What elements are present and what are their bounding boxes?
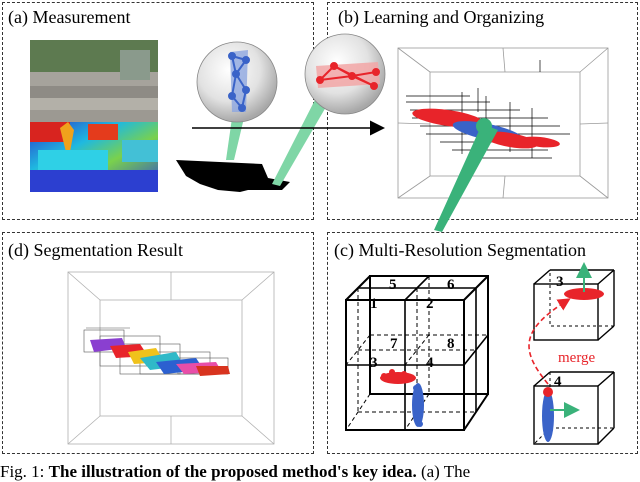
big-cube (345, 275, 489, 431)
panel-title-b: (b) Learning and Organizing (338, 7, 545, 27)
octree-wireframe (397, 47, 609, 199)
camera-photo (30, 40, 158, 122)
cube-label-8: 8 (447, 336, 455, 352)
cube-label-5: 5 (389, 277, 397, 293)
small-cube-bottom (533, 371, 615, 445)
link-beam-1 (226, 118, 244, 160)
panel-title-a: (a) Measurement (8, 7, 131, 27)
small-cube-label-bottom: 4 (554, 374, 562, 390)
cube-label-4: 4 (426, 355, 434, 371)
small-cube-bottom-points (542, 390, 554, 442)
merge-arrow (528, 298, 571, 385)
small-cube-top (533, 269, 615, 341)
cube-label-2: 2 (426, 296, 434, 312)
figure-caption: Fig. 1: The illustration of the proposed… (0, 462, 640, 482)
panel-learning (327, 2, 638, 220)
small-cube-bottom-red (543, 387, 553, 397)
link-beam-3 (434, 124, 498, 232)
panel-segmentation-result (2, 232, 314, 454)
cube-label-7: 7 (390, 336, 398, 352)
merge-label: merge (558, 350, 596, 366)
sphere-blue (196, 41, 278, 123)
caption-bold: The illustration of the proposed method'… (48, 462, 417, 481)
cube-label-6: 6 (447, 277, 455, 293)
cube-label-1: 1 (370, 296, 378, 312)
segmented-surfaces (90, 338, 230, 376)
green-marker (476, 118, 492, 134)
caption-prefix: Fig. 1: (0, 462, 49, 481)
caption-rest: (a) The (416, 462, 471, 481)
cube-points (380, 369, 424, 427)
panel-title-c: (c) Multi-Resolution Segmentation (334, 240, 586, 260)
panel-title-d: (d) Segmentation Result (8, 240, 183, 260)
depth-image (30, 122, 158, 192)
point-cloud-silhouette (176, 160, 290, 192)
panel-multi-resolution (327, 232, 638, 454)
sphere-red (304, 33, 386, 115)
link-beam-2 (272, 94, 330, 186)
cube-label-3: 3 (370, 355, 378, 371)
small-cube-label-top: 3 (556, 274, 564, 290)
small-cube-top-points (564, 288, 604, 300)
